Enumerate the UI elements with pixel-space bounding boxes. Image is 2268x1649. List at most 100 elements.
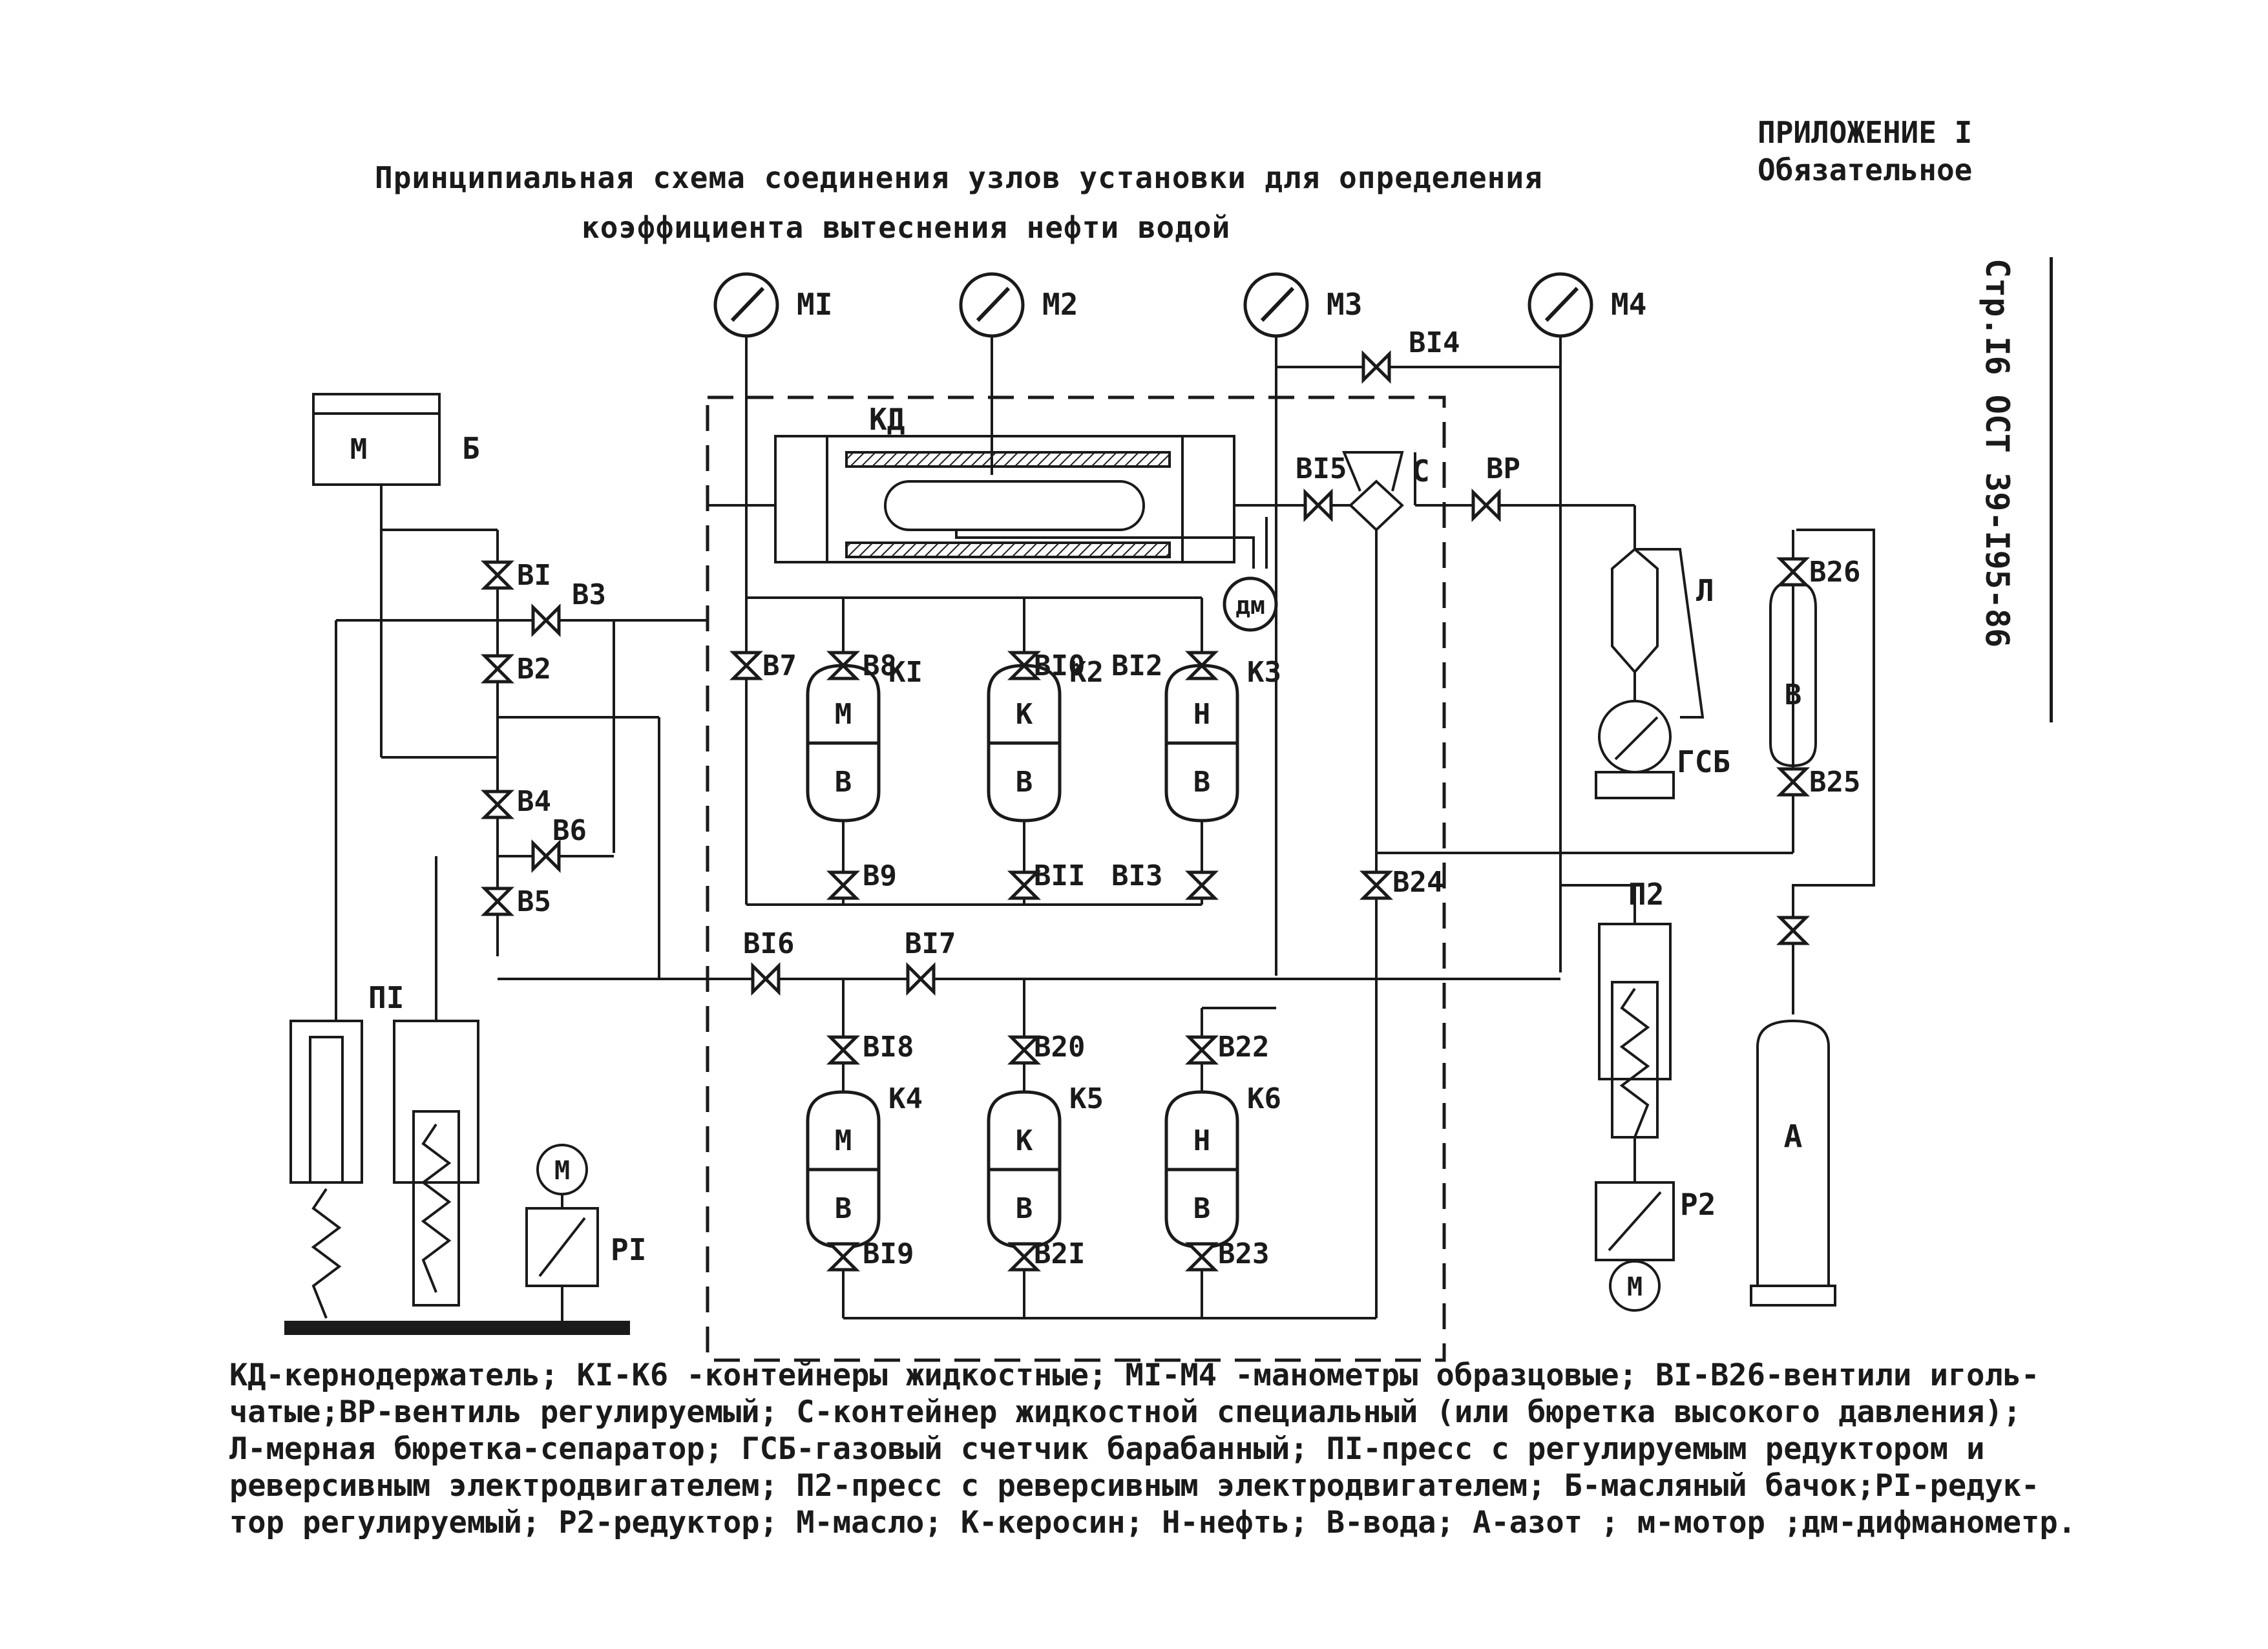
side-rule [2050, 257, 2053, 722]
valve-label: ВI2 [1111, 649, 1162, 682]
container-bottom-fluid: В [835, 1192, 852, 1225]
valve-label: ВI8 [863, 1031, 914, 1064]
valve-label: ВI0 [1034, 649, 1085, 682]
needle-valve: ВII [1007, 859, 1085, 900]
container-bottom-fluid: В [1193, 766, 1211, 799]
valve-label: В5 [517, 885, 551, 918]
container-top-fluid: М [835, 1124, 852, 1157]
press-1-cylinder-right [393, 1020, 479, 1184]
gas-counter-label: ГСБ [1677, 744, 1730, 779]
valve-label: ВР [1486, 452, 1520, 485]
motor-2-label: М [1627, 1272, 1643, 1302]
needle-valve: ВI4 [1361, 326, 1460, 384]
needle-valve: ВР [1471, 452, 1520, 523]
valve-label: В26 [1809, 556, 1860, 589]
valve-label: В9 [863, 859, 897, 892]
needle-valve: В26 [1776, 556, 1860, 589]
needle-valve: В5 [480, 885, 551, 918]
needle-valve: В23 [1184, 1237, 1269, 1272]
separator-label: С [1412, 454, 1430, 488]
container-label: К3 [1247, 656, 1281, 689]
nitrogen-label: А [1784, 1119, 1803, 1155]
container-label: К6 [1247, 1082, 1281, 1115]
container-label: К4 [888, 1082, 923, 1115]
press-2-cylinder [1598, 923, 1672, 1080]
container-label: К2 [1069, 656, 1104, 689]
container-top-fluid: К [1016, 698, 1033, 731]
container-bottom-fluid: В [835, 766, 852, 799]
pressure-gauge: М3 [1243, 272, 1362, 338]
legend: КД-кернодержатель; КI-К6 -контейнеры жид… [229, 1357, 2084, 1541]
needle-valve: ВI6 [743, 927, 794, 996]
container-top-fluid: Н [1193, 698, 1211, 731]
oil-tank [312, 393, 441, 486]
separator-burette [1611, 547, 1659, 675]
nitrogen-cylinder [1756, 1019, 1830, 1287]
container-bottom-fluid: В [1016, 766, 1033, 799]
pressure-gauge: М2 [959, 272, 1078, 338]
container-top-fluid: Н [1193, 1124, 1211, 1157]
needle-valve: В22 [1184, 1031, 1269, 1065]
valve-label: ВI3 [1111, 859, 1162, 892]
pressure-gauge: М4 [1528, 272, 1646, 338]
valve-label: В3 [572, 578, 606, 611]
annex-label: ПРИЛОЖЕНИЕ I [1758, 115, 1973, 150]
tank-label: Б [462, 431, 480, 466]
press-1-cylinder-left [289, 1020, 363, 1184]
tank-content-label: М [350, 433, 368, 466]
container-top-fluid: К [1016, 1124, 1033, 1157]
container-label: КI [888, 656, 923, 689]
needle-valve: В20 [1007, 1031, 1085, 1065]
gas-counter-dial [1598, 700, 1672, 773]
press-2-label: П2 [1628, 877, 1664, 912]
valve-label: В6 [552, 814, 587, 847]
valve-label: В4 [517, 785, 551, 818]
container-bottom-fluid: В [1016, 1192, 1033, 1225]
valve-label: ВI9 [863, 1237, 914, 1270]
gauge-label: М3 [1327, 287, 1362, 322]
needle-valve: В25 [1776, 766, 1860, 799]
legend-line: Л-мерная бюретка-сепаратор; ГСБ-газовый … [229, 1431, 1985, 1467]
legend-line: КД-кернодержатель; КI-К6 -контейнеры жид… [229, 1358, 2040, 1393]
needle-valve: В8 [826, 649, 897, 682]
needle-valve: В9 [826, 859, 897, 900]
gauges: МI М2 М3 М4 [713, 272, 1646, 338]
needle-valve: В2I [1007, 1237, 1085, 1272]
core-holder-flange-right [1181, 435, 1235, 563]
core-holder-flange-left [774, 435, 828, 563]
liquid-container: М В К4 [806, 1082, 923, 1249]
legend-line: реверсивным электродвигателем; П2-пресс … [229, 1468, 2040, 1504]
burette-label: Л [1696, 573, 1714, 608]
needle-valve: В6 [531, 814, 587, 874]
reducer-2-label: Р2 [1680, 1187, 1716, 1222]
valve-label: В2I [1034, 1237, 1085, 1270]
valve-label: ВII [1034, 859, 1085, 892]
gauge-label: М4 [1611, 287, 1646, 322]
gauge-label: М2 [1042, 287, 1078, 322]
needle-valve [1184, 870, 1219, 900]
diff-manometer-label: дм [1235, 591, 1265, 620]
legend-line: чатые;ВР-вентиль регулируемый; С-контейн… [229, 1394, 2022, 1430]
valve-label: ВI5 [1296, 452, 1347, 485]
motor-2 [1609, 1260, 1661, 1312]
valve-label: В2 [517, 653, 551, 686]
valve-label: В20 [1034, 1031, 1085, 1064]
liquid-container: К В К2 [987, 656, 1104, 823]
valve-label: ВI4 [1409, 326, 1460, 359]
water-vessel-label: В [1785, 678, 1802, 711]
core-sample [884, 480, 1145, 531]
needle-valve: В24 [1359, 866, 1444, 900]
needle-valve: В7 [729, 649, 797, 682]
needle-valve: ВI9 [826, 1237, 914, 1272]
core-holder-label: КД [869, 402, 905, 437]
needle-valve [1776, 916, 1811, 945]
needle-valve: ВI0 [1007, 649, 1085, 682]
valve-label: ВI7 [905, 927, 956, 960]
pressure-gauge: МI [713, 272, 832, 338]
needle-valve: ВI5 [1296, 452, 1347, 523]
